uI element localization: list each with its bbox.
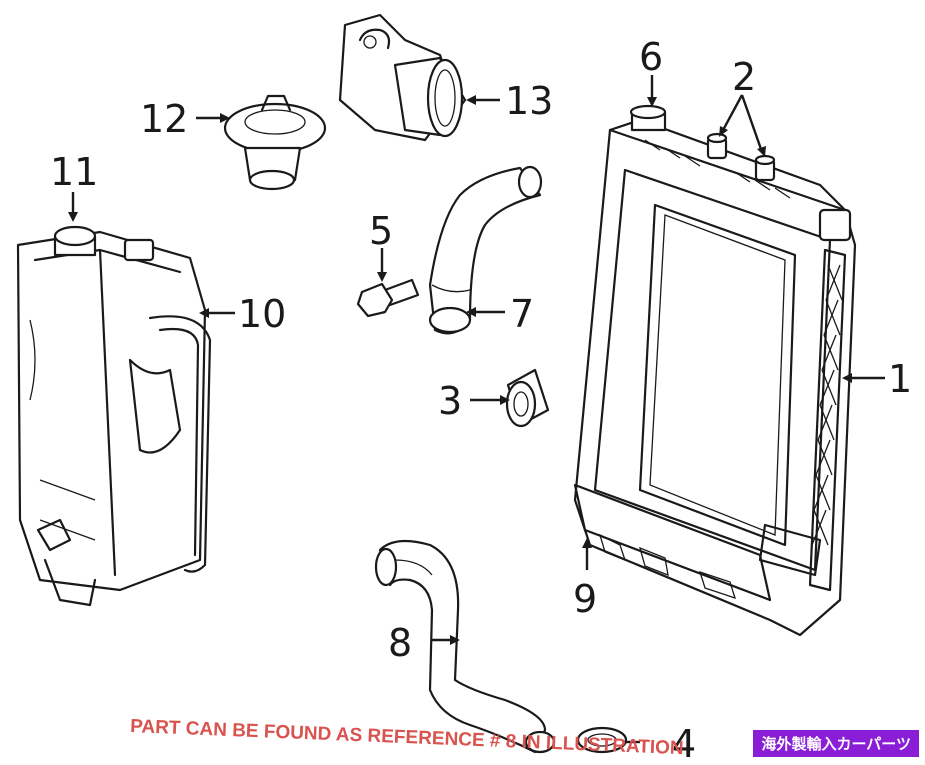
- callout-5: 5: [369, 209, 393, 253]
- radiator-cap-part: [629, 104, 667, 132]
- reservoir-cap-part: [53, 225, 97, 257]
- callout-1: 1: [888, 357, 912, 401]
- coolant-reservoir-part: [16, 230, 212, 607]
- callout-12: 12: [140, 97, 188, 141]
- callout-6: 6: [639, 35, 663, 79]
- radiator-part: [573, 118, 857, 637]
- thermostat-housing-part: [338, 13, 467, 142]
- callout-8: 8: [388, 621, 412, 665]
- clamp-part: [576, 726, 628, 754]
- bolt-part: [356, 278, 420, 318]
- callout-11: 11: [50, 150, 98, 194]
- leader-lines: [68, 75, 885, 744]
- lower-hose-part: [374, 539, 556, 754]
- callout-9: 9: [573, 577, 597, 621]
- grommet-part: [505, 368, 550, 428]
- import-parts-badge: 海外製輸入カーパーツ: [753, 730, 919, 757]
- callout-13: 13: [505, 79, 553, 123]
- upper-hose-part: [428, 165, 543, 335]
- drain-plug-parts: [706, 132, 776, 182]
- callout-2: 2: [732, 55, 756, 99]
- callout-3: 3: [438, 379, 462, 423]
- callout-4: 4: [672, 722, 696, 765]
- thermostat-part: [223, 94, 327, 191]
- reference-note: PART CAN BE FOUND AS REFERENCE # 8 IN IL…: [130, 716, 684, 759]
- callout-10: 10: [238, 292, 286, 336]
- callout-7: 7: [510, 292, 534, 336]
